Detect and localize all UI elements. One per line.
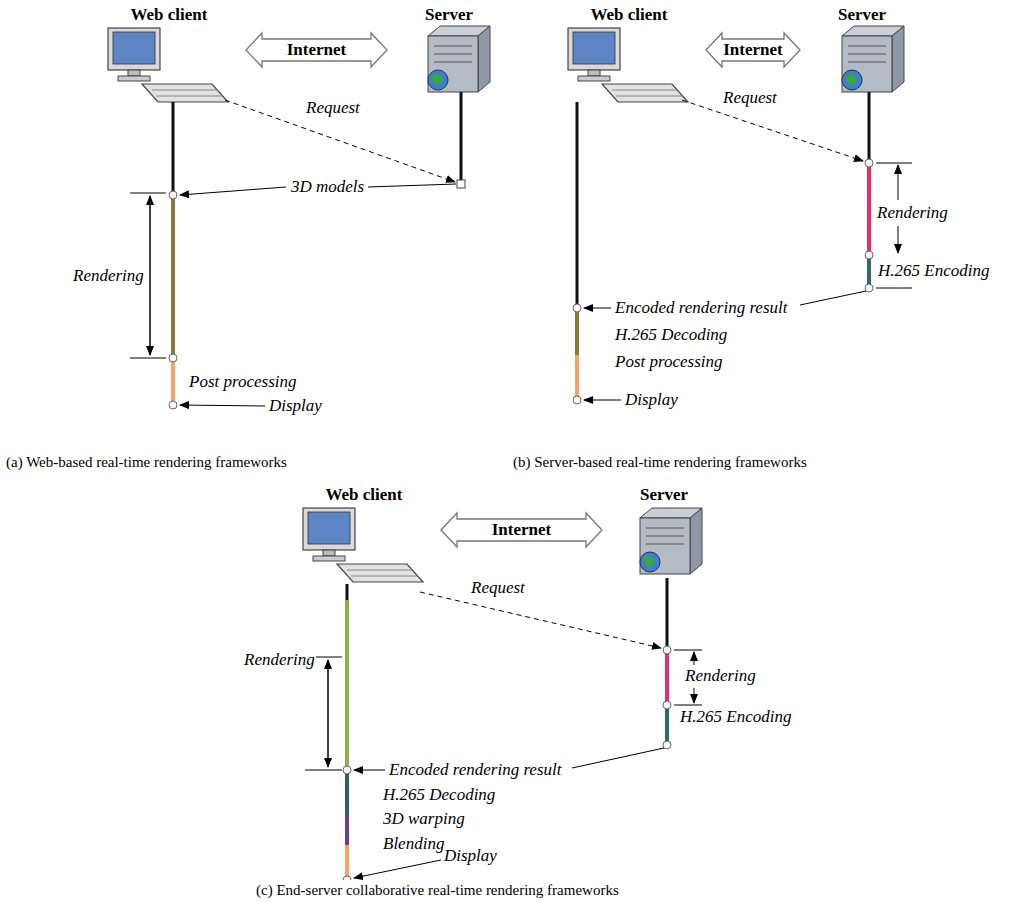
step-label: 3D models	[290, 177, 365, 197]
step-label: Encoded rendering result	[388, 760, 562, 780]
node-heading: Server	[610, 485, 718, 505]
step-label: Post processing	[614, 352, 724, 372]
step-label: Blending	[382, 834, 445, 854]
step-label: Rendering	[876, 203, 949, 223]
node-heading: Server	[395, 5, 503, 25]
step-label: Request	[470, 578, 526, 598]
device-node: Web client	[100, 5, 238, 105]
node-heading: Server	[808, 5, 916, 25]
device-node: Server	[610, 485, 718, 573]
network-arrow	[441, 513, 602, 547]
step-label: Rendering	[684, 666, 757, 686]
node-heading: Web client	[560, 5, 698, 25]
network-arrow	[246, 33, 387, 67]
step-label: Display	[624, 390, 679, 410]
step-label: H.265 Decoding	[382, 785, 496, 805]
device-node: Web client	[295, 485, 433, 585]
step-label: Request	[722, 88, 778, 108]
sub-caption: (c) End-server collaborative real-time r…	[255, 880, 620, 900]
node-heading: Web client	[295, 485, 433, 505]
step-label: 3D warping	[382, 809, 466, 829]
edge-label: Internet	[723, 40, 782, 60]
edge-label: Internet	[492, 520, 551, 540]
step-label: Rendering	[72, 266, 145, 286]
node-heading: Web client	[100, 5, 238, 25]
step-label: Display	[443, 846, 498, 866]
step-label: Request	[305, 98, 361, 118]
step-label: Display	[268, 396, 323, 416]
step-label: H.265 Encoding	[877, 261, 990, 281]
device-node: Server	[395, 5, 503, 93]
edge-label: Internet	[287, 40, 346, 60]
step-label: Post processing	[188, 372, 298, 392]
network-arrow	[706, 33, 800, 67]
step-label: H.265 Decoding	[614, 325, 728, 345]
device-node: Server	[808, 5, 916, 93]
step-label: Encoded rendering result	[614, 298, 788, 318]
device-node: Web client	[560, 5, 698, 105]
step-label: Rendering	[243, 650, 316, 670]
step-label: H.265 Encoding	[679, 707, 792, 727]
sub-caption: (b) Server-based real-time rendering fra…	[512, 452, 808, 472]
sub-caption: (a) Web-based real-time rendering framew…	[5, 452, 288, 472]
